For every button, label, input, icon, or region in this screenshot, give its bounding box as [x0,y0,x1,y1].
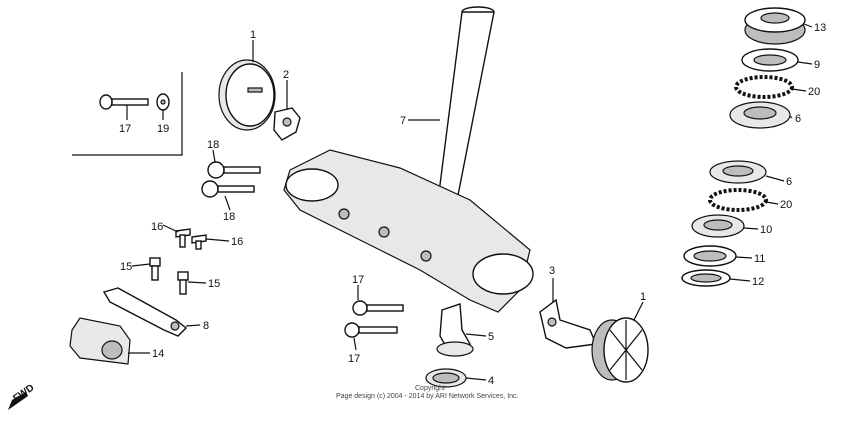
screw-15-left-part[interactable] [149,257,161,281]
bracket-5-part[interactable] [436,303,474,357]
callout-2: 2 [283,69,289,81]
ball-ring-20-upper-part[interactable] [734,75,794,99]
leader-lines [126,23,813,381]
callout-6-lower: 6 [786,176,792,188]
race-9-part[interactable] [741,48,799,72]
small-bracket-part[interactable] [273,107,301,141]
callout-17-upper: 17 [352,274,364,286]
callout-18-upper: 18 [207,139,219,151]
block-part[interactable] [69,317,131,365]
callout-8: 8 [203,320,209,332]
screw-15-right-part[interactable] [177,271,189,295]
callout-17-lower: 17 [348,353,360,365]
callout-16-right: 16 [231,236,243,248]
reflector-disc-part[interactable] [591,317,649,383]
washer-12-part[interactable] [681,269,731,287]
callout-6-upper: 6 [795,113,801,125]
callout-1-top: 1 [250,29,256,41]
callout-14: 14 [152,348,164,360]
bolt-17-upper-part[interactable] [352,300,404,316]
callout-11: 11 [754,253,765,265]
cap-nut-13-part[interactable] [744,7,806,45]
copyright-line-1: Copyright [415,385,445,392]
bolt-17-lower-part[interactable] [344,322,398,338]
callout-12: 12 [752,276,764,288]
callout-18-lower: 18 [223,211,235,223]
race-6-lower-part[interactable] [709,160,767,184]
callout-10: 10 [760,224,772,236]
steering-stem-part[interactable] [283,6,534,313]
ball-ring-20-lower-part[interactable] [708,188,768,212]
bolt-18-lower-part[interactable] [201,180,255,198]
seal-11-part[interactable] [683,245,737,267]
callout-16-left: 16 [151,221,163,233]
bolt-18-upper-part[interactable] [207,161,261,179]
callout-13: 13 [814,22,826,34]
callout-9: 9 [814,59,820,71]
copyright-line-2: Page design (c) 2004 - 2014 by ARI Netwo… [336,393,519,400]
callout-5: 5 [488,331,494,343]
fwd-arrow-icon [8,392,28,410]
screw-16-left-part[interactable] [175,228,191,248]
callout-1-bottom: 1 [640,291,646,303]
callout-15-left: 15 [120,261,132,273]
cap-disc-part[interactable] [218,59,276,131]
callout-7: 7 [400,115,406,127]
inset-bracket [72,72,183,156]
callout-3: 3 [549,265,555,277]
inset-washer-part[interactable] [156,93,170,111]
fwd-label: FWD [11,382,36,404]
race-10-part[interactable] [691,214,745,238]
callout-17-inset: 17 [119,123,131,135]
callout-15-right: 15 [208,278,220,290]
inset-bolt-part[interactable] [99,94,149,110]
long-bracket-part[interactable] [102,287,188,337]
race-6-upper-part[interactable] [729,101,791,129]
callout-4: 4 [488,375,494,387]
screw-16-right-part[interactable] [191,234,207,250]
callout-20-lower: 20 [780,199,792,211]
callout-20-upper: 20 [808,86,820,98]
callout-19: 19 [157,123,169,135]
bracket-3-part[interactable] [539,298,598,349]
